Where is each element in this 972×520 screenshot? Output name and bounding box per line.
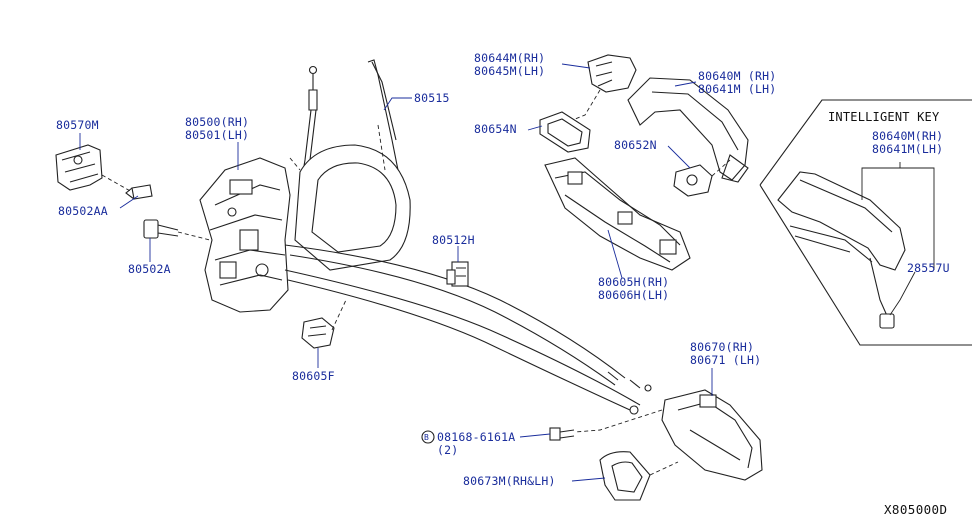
label-ik-28557u: 28557U	[907, 261, 950, 275]
label-80502a: 80502A	[128, 262, 171, 276]
intelligent-key-title: INTELLIGENT KEY	[828, 110, 940, 124]
label-80641m: 80641M (LH)	[698, 82, 777, 96]
label-80640m: 80640M (RH)	[698, 69, 777, 83]
label-80501: 80501(LH)	[185, 128, 250, 142]
label-ik-80640m: 80640M(RH)	[872, 129, 944, 143]
label-80512h: 80512H	[432, 233, 475, 247]
leader-80605h	[607, 229, 623, 279]
label-80605h: 80605H(RH)	[598, 275, 670, 289]
leader-80644m	[561, 63, 591, 69]
label-ik-80641m: 80641M(LH)	[872, 142, 944, 156]
leader-ik-28557u	[889, 271, 916, 316]
escutcheon-80673m	[599, 451, 679, 501]
cable-loop-housing	[294, 144, 411, 271]
bracket-80652n	[673, 159, 731, 197]
door-lock-actuator	[199, 157, 291, 313]
label-08168: 08168-6161A	[437, 430, 516, 444]
leader-08168	[519, 433, 551, 438]
handle-frame-80605h	[544, 157, 691, 271]
intelligent-key-inset-frame	[759, 99, 972, 346]
label-80515: 80515	[414, 91, 450, 105]
clip-80605f	[301, 299, 347, 349]
leader-80654n	[527, 125, 543, 131]
leader-ik-80640m	[861, 162, 935, 270]
label-80570m: 80570M	[56, 118, 99, 132]
label-80502aa: 80502AA	[58, 204, 108, 218]
label-80673m: 80673M(RH&LH)	[463, 474, 556, 488]
gasket-80654n	[539, 111, 591, 153]
leader-80640m	[674, 81, 697, 87]
rod-80515	[367, 59, 399, 171]
handle-cap-80644m	[559, 54, 637, 126]
label-08168-prefix: B	[424, 433, 430, 442]
label-80500: 80500(RH)	[185, 115, 250, 129]
leader-80515	[383, 97, 412, 111]
bolt-08168	[421, 427, 575, 444]
label-08168-qty: (2)	[437, 443, 459, 457]
inside-handle-80670	[574, 389, 763, 481]
diagram-reference-code: X805000D	[884, 502, 948, 517]
long-cables	[284, 244, 652, 415]
label-80644m: 80644M(RH)	[474, 51, 546, 65]
label-80606h: 80606H(LH)	[598, 288, 670, 302]
leader-80673m	[571, 477, 606, 482]
label-80652n: 80652N	[614, 138, 657, 152]
label-80605f: 80605F	[292, 369, 335, 383]
bracket-80570m	[55, 144, 103, 191]
label-80654n: 80654N	[474, 122, 517, 136]
clip-80512h	[446, 261, 469, 287]
leader-80502aa	[119, 195, 139, 209]
inset-door-handle	[777, 171, 906, 329]
outer-handle-80640m	[627, 77, 749, 183]
screw-80502a	[143, 219, 211, 241]
label-80671: 80671 (LH)	[690, 353, 762, 367]
leader-80652n	[667, 145, 691, 169]
screw-80502aa	[101, 174, 153, 200]
label-80645m: 80645M(LH)	[474, 64, 546, 78]
label-80670: 80670(RH)	[690, 340, 755, 354]
